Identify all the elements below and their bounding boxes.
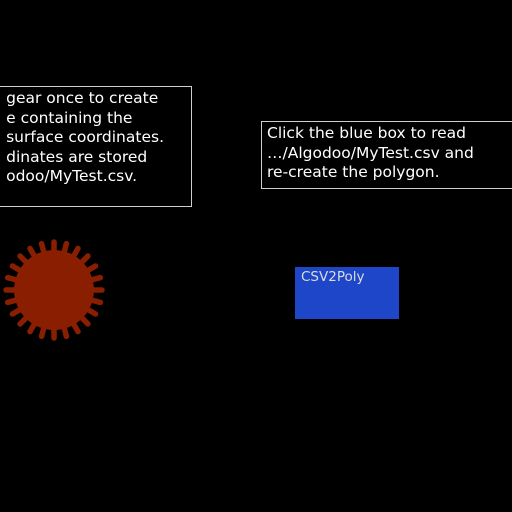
instruction-note-right: Click the blue box to read …/Algodoo/MyT… bbox=[261, 121, 512, 189]
gear-icon[interactable] bbox=[2, 238, 106, 342]
note-line: Click the blue box to read bbox=[267, 124, 466, 142]
csv2poly-button-label: CSV2Poly bbox=[301, 269, 365, 285]
note-line: …/Algodoo/MyTest.csv and bbox=[267, 143, 474, 162]
note-line: e containing the bbox=[6, 108, 133, 127]
note-line: gear once to create bbox=[6, 89, 159, 107]
note-line: surface coordinates. bbox=[6, 128, 164, 146]
note-line: re-create the polygon. bbox=[267, 163, 440, 181]
csv2poly-button[interactable]: CSV2Poly bbox=[295, 267, 399, 319]
note-line: dinates are stored bbox=[6, 147, 148, 166]
note-line: odoo/MyTest.csv. bbox=[6, 167, 138, 185]
instruction-note-left: gear once to create e containing the sur… bbox=[0, 86, 192, 207]
